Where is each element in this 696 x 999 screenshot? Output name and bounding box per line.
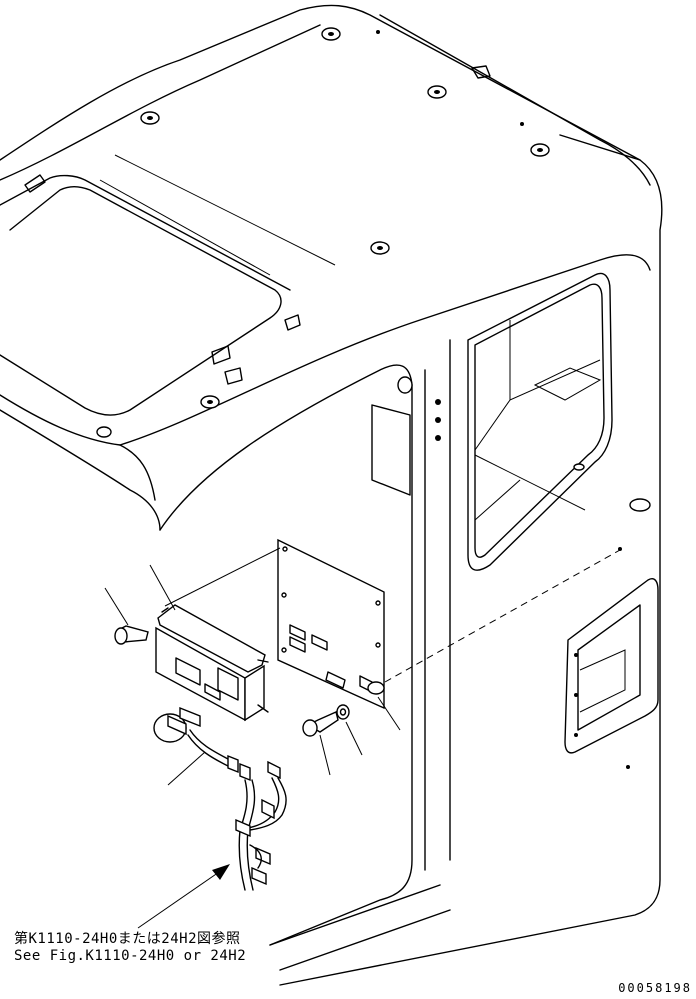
cab-body-outline bbox=[0, 4, 663, 986]
reference-arrow bbox=[137, 864, 230, 929]
bracket-bolt-and-washer bbox=[302, 704, 350, 737]
pillar-panel bbox=[371, 376, 441, 496]
lower-side-vent bbox=[564, 578, 659, 769]
controller-bolt bbox=[114, 625, 149, 645]
drawing-number: 00058198 bbox=[618, 981, 692, 995]
reference-note-english: See Fig.K1110-24H0 or 24H2 bbox=[14, 948, 247, 964]
mounting-bracket-plate bbox=[277, 538, 385, 710]
roof-window bbox=[0, 154, 336, 416]
reference-note-japanese: 第K1110-24H0または24H2図参照 bbox=[14, 931, 241, 947]
roof-mounting-pads bbox=[24, 27, 550, 438]
leader-lines bbox=[104, 547, 622, 786]
wiring-harness bbox=[153, 706, 287, 891]
controller-unit bbox=[155, 604, 269, 722]
side-window bbox=[467, 272, 651, 571]
